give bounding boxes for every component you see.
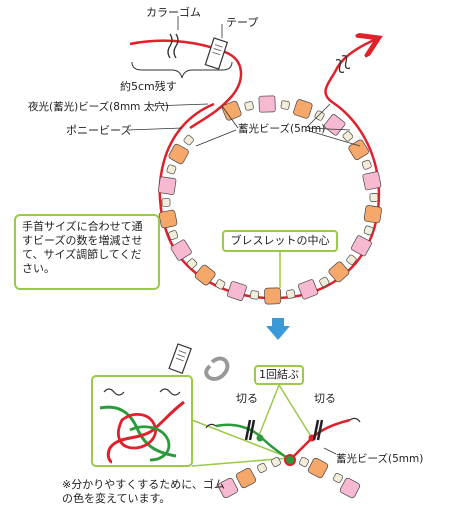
glow-bead-small (314, 110, 325, 121)
pony-bead (339, 477, 361, 499)
pony-bead (258, 95, 276, 113)
glow-bead-large (307, 457, 329, 479)
glow-bead-small (346, 254, 357, 265)
pony-bead (350, 235, 372, 257)
pony-bead (362, 171, 382, 191)
glow-bead-small (298, 456, 310, 468)
down-arrow-icon (266, 318, 290, 340)
glow-bead-small (168, 230, 179, 241)
size-adjust-note: 手首サイズに合わせて通すビーズの数を増減させて、サイズ調節してください。 (14, 214, 160, 290)
label-color-rubber: カラーゴム (146, 5, 201, 19)
bracelet-center-text: ブレスレットの中心 (230, 234, 330, 247)
label-glow-bead-large: 夜光(蓄光)ビーズ(8mm 太穴) (28, 100, 169, 113)
label-pony-bead: ポニービーズ (66, 123, 131, 137)
glow-bead-small (270, 456, 282, 468)
bracelet-center-callout: ブレスレットの中心 (222, 230, 338, 252)
glow-bead-large (264, 287, 282, 305)
pony-bead (323, 114, 346, 136)
glow-bead-small (256, 462, 268, 474)
glow-bead-small (332, 472, 344, 484)
break-mark-left (167, 33, 173, 59)
glow-bead-small (361, 159, 372, 170)
cut-mark-right-icon (312, 419, 324, 441)
glow-bead-large (328, 261, 350, 283)
tie-once-text: 1回結ぶ (259, 368, 299, 381)
glow-bead-large (293, 99, 313, 119)
bottom-bead-row (217, 456, 361, 499)
glow-bead-large (194, 264, 216, 286)
label-cut-left: 切る (236, 392, 258, 405)
pony-bead (170, 239, 192, 261)
tie-once-callout: 1回結ぶ (254, 365, 304, 385)
length-brace (131, 61, 233, 79)
glow-bead-large (235, 467, 257, 489)
color-footnote: ※分かりやすくするために、ゴムの色を変えています。 (62, 478, 232, 506)
pony-bead (217, 477, 239, 499)
glow-bead-large (348, 139, 369, 160)
glow-bead-small (166, 164, 177, 175)
removed-tape-curl (204, 356, 230, 381)
glow-bead-small (244, 101, 254, 111)
glow-bead-large (221, 100, 242, 121)
glow-bead-small (183, 134, 194, 146)
glow-bead-small (319, 276, 330, 287)
color-footnote-text: ※分かりやすくするために、ゴムの色を変えています。 (62, 478, 225, 505)
pony-bead (157, 176, 177, 195)
label-tape: テープ (226, 16, 258, 29)
glow-bead-large (168, 143, 189, 165)
glow-bead-large (363, 205, 382, 224)
glow-bead-small (249, 290, 260, 300)
label-leave-5cm: 約5cm残す (120, 79, 177, 93)
pony-bead (226, 281, 247, 301)
glow-bead-large (158, 209, 178, 229)
glow-bead-small (215, 279, 226, 290)
pony-bead (297, 279, 319, 300)
size-adjust-note-text: 手首サイズに合わせて通すビーズの数を増減させて、サイズ調節してください。 (22, 220, 143, 275)
glow-bead-small (186, 258, 198, 269)
glow-bead-small (342, 131, 353, 142)
bead-ring (157, 95, 382, 305)
glow-bead-small (280, 100, 290, 110)
glow-bead-small (369, 193, 379, 202)
glow-bead-small (363, 225, 374, 236)
label-glow-bead-small-bottom: 蓄光ビーズ(5mm) (336, 452, 423, 465)
label-glow-bead-small-top: 蓄光ビーズ(5mm) (238, 122, 325, 135)
tape-icon-bottom (168, 343, 192, 374)
knot (284, 454, 296, 466)
label-cut-right: 切る (314, 392, 336, 405)
glow-bead-small (285, 289, 296, 299)
glow-bead-small (161, 197, 171, 207)
tape-icon (204, 37, 229, 70)
cut-mark-left-icon (244, 419, 256, 441)
